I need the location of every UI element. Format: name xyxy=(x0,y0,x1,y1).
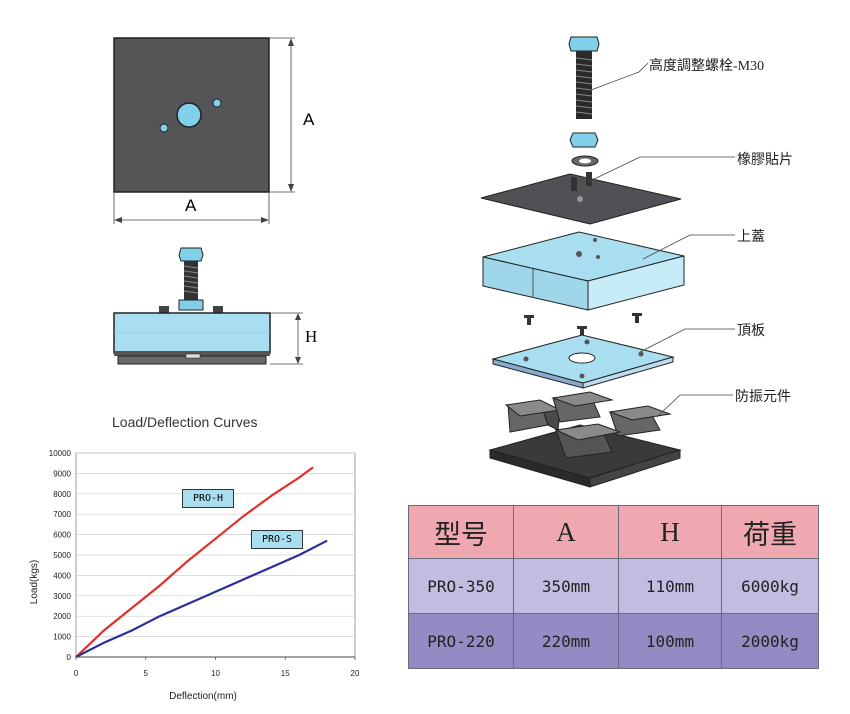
header-load: 荷重 xyxy=(721,505,819,559)
y-tick-label: 9000 xyxy=(53,469,71,478)
label-top-plate: 頂板 xyxy=(737,324,765,339)
cell-a: 220mm xyxy=(513,613,619,669)
dimension-a-vertical: A xyxy=(303,110,315,129)
cell-load: 2000kg xyxy=(721,613,819,669)
cell-model: PRO-220 xyxy=(408,613,514,669)
series-label-pro-s: PRO-S xyxy=(251,530,303,549)
y-tick-label: 4000 xyxy=(53,571,71,580)
center-hole xyxy=(176,102,202,128)
series-line-pro-h xyxy=(75,466,314,658)
y-axis-label: Load(kgs) xyxy=(29,560,40,604)
table-header-row: 型号 A H 荷重 xyxy=(408,505,819,559)
table-row: PRO-350 350mm 110mm 6000kg xyxy=(408,558,819,614)
label-height-adjust-bolt: 高度調整螺栓-M30 xyxy=(649,59,765,74)
table-row: PRO-220 220mm 100mm 2000kg xyxy=(408,613,819,669)
x-tick-label: 20 xyxy=(351,669,360,678)
y-tick-label: 10000 xyxy=(49,449,72,458)
y-tick-label: 5000 xyxy=(53,551,71,560)
label-rubber-sheet: 橡膠貼片 xyxy=(737,153,793,168)
top-cover-right xyxy=(587,255,685,311)
header-model: 型号 xyxy=(408,505,514,559)
x-tick-label: 15 xyxy=(281,669,290,678)
dimension-h: H xyxy=(305,327,318,346)
y-tick-label: 1000 xyxy=(53,633,71,642)
x-tick-label: 5 xyxy=(144,669,149,678)
y-tick-label: 2000 xyxy=(53,612,71,621)
spec-table: 型号 A H 荷重 PRO-350 350mm 110mm 6000kg PRO… xyxy=(408,505,819,669)
x-tick-label: 10 xyxy=(211,669,220,678)
label-top-cover: 上蓋 xyxy=(737,230,765,245)
nut xyxy=(569,132,599,148)
cell-a: 350mm xyxy=(513,558,619,614)
y-tick-label: 3000 xyxy=(53,592,71,601)
label-vibration-isolator: 防振元件 xyxy=(735,390,791,405)
bolt-head xyxy=(568,36,600,52)
cell-h: 100mm xyxy=(618,613,722,669)
x-tick-label: 0 xyxy=(74,669,79,678)
bolt-shaft xyxy=(576,51,592,119)
y-tick-label: 6000 xyxy=(53,531,71,540)
x-axis-label: Deflection(mm) xyxy=(169,691,237,702)
vibration-isolator xyxy=(488,391,682,488)
cell-h: 110mm xyxy=(618,558,722,614)
dimension-a-horizontal: A xyxy=(185,196,197,215)
bolt-hole xyxy=(212,98,222,108)
y-tick-label: 8000 xyxy=(53,490,71,499)
chart-title: Load/Deflection Curves xyxy=(112,414,258,430)
side-bolt-head xyxy=(178,247,204,262)
load-deflection-chart: 0100020003000400050006000700080009000100… xyxy=(29,449,360,702)
header-h: H xyxy=(618,505,722,559)
y-tick-label: 7000 xyxy=(53,510,71,519)
y-tick-label: 0 xyxy=(67,653,72,662)
series-label-pro-h: PRO-H xyxy=(182,489,234,508)
side-nut xyxy=(178,299,204,311)
series-line-pro-s xyxy=(75,539,328,658)
header-a: A xyxy=(513,505,619,559)
cell-model: PRO-350 xyxy=(408,558,514,614)
bolt-hole xyxy=(159,123,169,133)
cell-load: 6000kg xyxy=(721,558,819,614)
